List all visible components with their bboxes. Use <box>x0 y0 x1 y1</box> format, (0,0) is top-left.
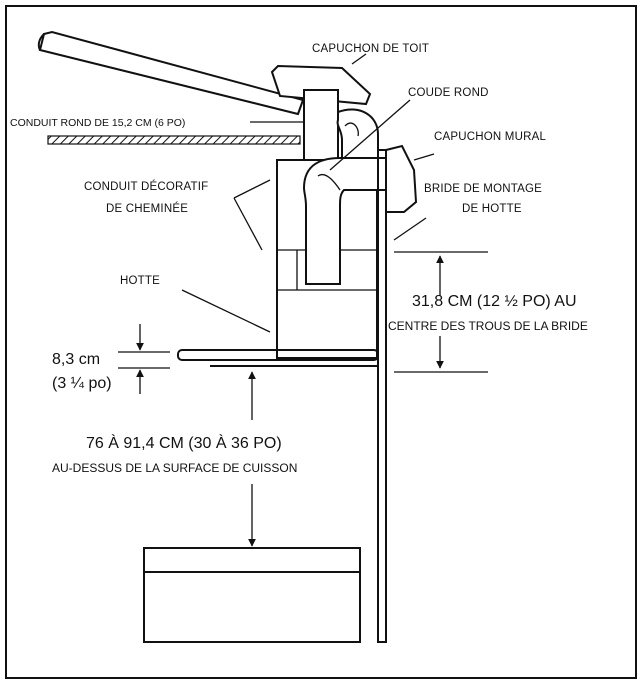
round-duct <box>303 89 339 161</box>
label-conduit-rond: CONDUIT ROND DE 15,2 CM (6 PO) <box>10 117 185 129</box>
dim-hauteur-2: AU-DESSUS DE LA SURFACE DE CUISSON <box>52 461 297 475</box>
label-bride-1: BRIDE DE MONTAGE <box>424 183 542 195</box>
dim-bride-2: CENTRE DES TROUS DE LA BRIDE <box>388 319 588 333</box>
label-capuchon-mural: CAPUCHON MURAL <box>434 131 546 143</box>
dim-epaisseur-2: (3 ¼ po) <box>52 375 112 392</box>
label-conduit-decoratif-1: CONDUIT DÉCORATIF <box>84 180 208 193</box>
roof <box>38 30 305 116</box>
diagram-frame <box>5 5 637 679</box>
dim-hauteur-1: 76 À 91,4 CM (30 À 36 PO) <box>86 433 282 452</box>
dim-epaisseur-1: 8,3 cm <box>52 351 100 368</box>
label-bride-2: DE HOTTE <box>462 203 522 215</box>
label-hotte: HOTTE <box>120 275 160 287</box>
label-conduit-decoratif-2: DE CHEMINÉE <box>106 202 188 215</box>
cooktop-cabinet <box>143 547 361 643</box>
hood <box>177 349 379 361</box>
wall-cap <box>385 144 418 213</box>
label-coude-rond: COUDE ROND <box>408 87 489 99</box>
roof-cap <box>270 64 372 106</box>
dim-bride-1: 31,8 CM (12 ½ PO) AU <box>412 293 577 310</box>
label-capuchon-toit: CAPUCHON DE TOIT <box>312 43 429 55</box>
ceiling <box>47 135 301 145</box>
wall <box>377 149 387 643</box>
inner-duct <box>302 157 387 285</box>
